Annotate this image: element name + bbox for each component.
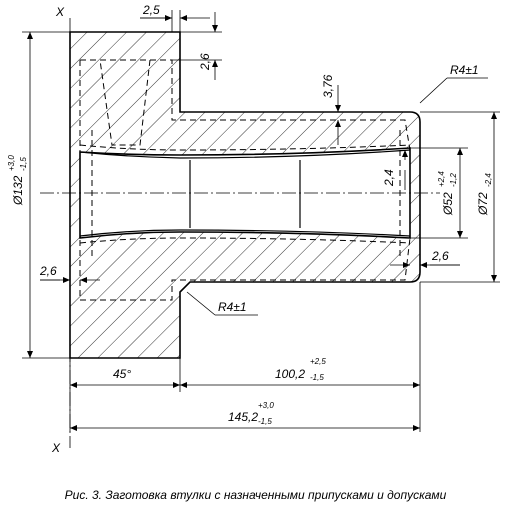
inner-diameter-dim: Ø52 +2,4 -1,2 (437, 171, 458, 216)
axis-label-top: X (55, 5, 65, 19)
bore-interior (79, 149, 411, 237)
right-diameter-value: Ø72 (476, 192, 490, 216)
left-allowance-value: 2,6 (39, 264, 57, 278)
inner-diameter-value: Ø52 (441, 192, 455, 216)
inner-diameter-tol-low: -1,2 (449, 173, 458, 187)
total-length-tol-low: -1,5 (258, 417, 272, 426)
total-length-tol-up: +3,0 (258, 401, 274, 410)
finished-contour (79, 59, 411, 301)
step-allowance-value: 3,76 (321, 74, 335, 98)
axis-label-bottom: X (51, 441, 61, 455)
body-length-tol-low: -1,5 (310, 373, 324, 382)
left-diameter-value: Ø132 (11, 175, 25, 206)
top-allowance-value: 2,5 (142, 3, 160, 17)
left-diameter-tol-low: -1,5 (19, 157, 28, 171)
dimension-lines (22, 10, 500, 432)
left-diameter-dim: Ø132 +3,0 -1,5 (7, 155, 28, 206)
bore-allowance-value: 2,4 (382, 169, 396, 187)
right-diameter-dim: Ø72 -2,4 (476, 173, 493, 216)
top-radius-value: R4±1 (450, 63, 479, 77)
part-section (69, 31, 421, 359)
right-diameter-tol-low: -2,4 (484, 173, 493, 187)
left-diameter-tol-up: +3,0 (7, 155, 16, 171)
top-vertical-allowance-value: 2,6 (198, 53, 212, 71)
figure-caption: Рис. 3. Заготовка втулки с назначенными … (64, 488, 447, 502)
inner-diameter-tol-up: +2,4 (437, 171, 446, 187)
body-length-value: 100,2 (275, 367, 305, 381)
total-length-dim: 145,2 +3,0 -1,5 (228, 401, 274, 426)
body-length-dim: 100,2 +2,5 -1,5 (275, 357, 326, 382)
bottom-radius-value: R4±1 (218, 300, 247, 314)
body-length-tol-up: +2,5 (310, 357, 326, 366)
right-allowance-value: 2,6 (431, 249, 449, 263)
total-length-value: 145,2 (228, 410, 258, 424)
flange-length-value: 45° (113, 367, 131, 381)
